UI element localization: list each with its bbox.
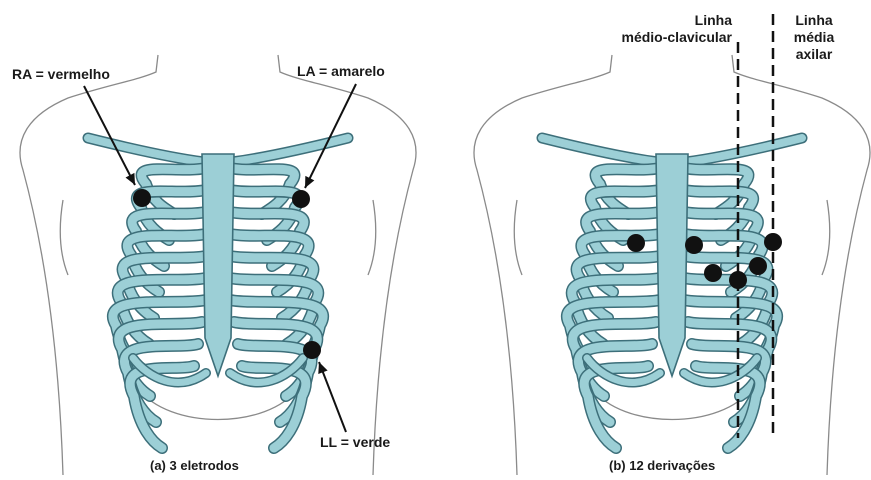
clavicle-left xyxy=(88,138,204,162)
midclavicular-line-label: Linha médio-clavicular xyxy=(580,12,732,46)
electrode-la xyxy=(292,190,310,208)
electrode-v6 xyxy=(764,233,782,251)
ll-electrode-label: LL = verde xyxy=(320,434,390,450)
midaxillary-line-label: Linha média axilar xyxy=(780,12,848,63)
midclavicular-line-label-2: médio-clavicular xyxy=(580,29,732,46)
electrode-v2 xyxy=(685,236,703,254)
electrode-v3 xyxy=(704,264,722,282)
electrode-v1 xyxy=(627,234,645,252)
midclavicular-line-label-1: Linha xyxy=(580,12,732,29)
sternum xyxy=(656,154,688,376)
electrode-ra xyxy=(133,189,151,207)
arm-crease-right xyxy=(368,200,376,275)
midaxillary-line-label-2: média xyxy=(780,29,848,46)
midaxillary-line-label-3: axilar xyxy=(780,46,848,63)
la-electrode-label: LA = amarelo xyxy=(297,63,385,79)
ribcage-b xyxy=(542,138,802,448)
sternum xyxy=(202,154,234,376)
electrode-v5 xyxy=(749,257,767,275)
caption-three-electrodes: (a) 3 eletrodos xyxy=(150,458,239,473)
arm-crease-left xyxy=(60,200,68,275)
ll-arrow xyxy=(319,362,346,432)
clavicle-left xyxy=(542,138,658,162)
clavicle-right xyxy=(686,138,802,162)
arm-crease-left xyxy=(514,200,522,275)
ra-electrode-label: RA = vermelho xyxy=(12,66,110,82)
clavicle-right xyxy=(232,138,348,162)
arm-crease-right xyxy=(822,200,830,275)
midaxillary-line-label-1: Linha xyxy=(780,12,848,29)
caption-twelve-leads: (b) 12 derivações xyxy=(609,458,715,473)
electrode-ll xyxy=(303,341,321,359)
abdomen-contour xyxy=(592,388,752,420)
abdomen-contour xyxy=(138,388,298,420)
ll-arrow-head xyxy=(318,362,327,374)
electrode-v4 xyxy=(729,271,747,289)
